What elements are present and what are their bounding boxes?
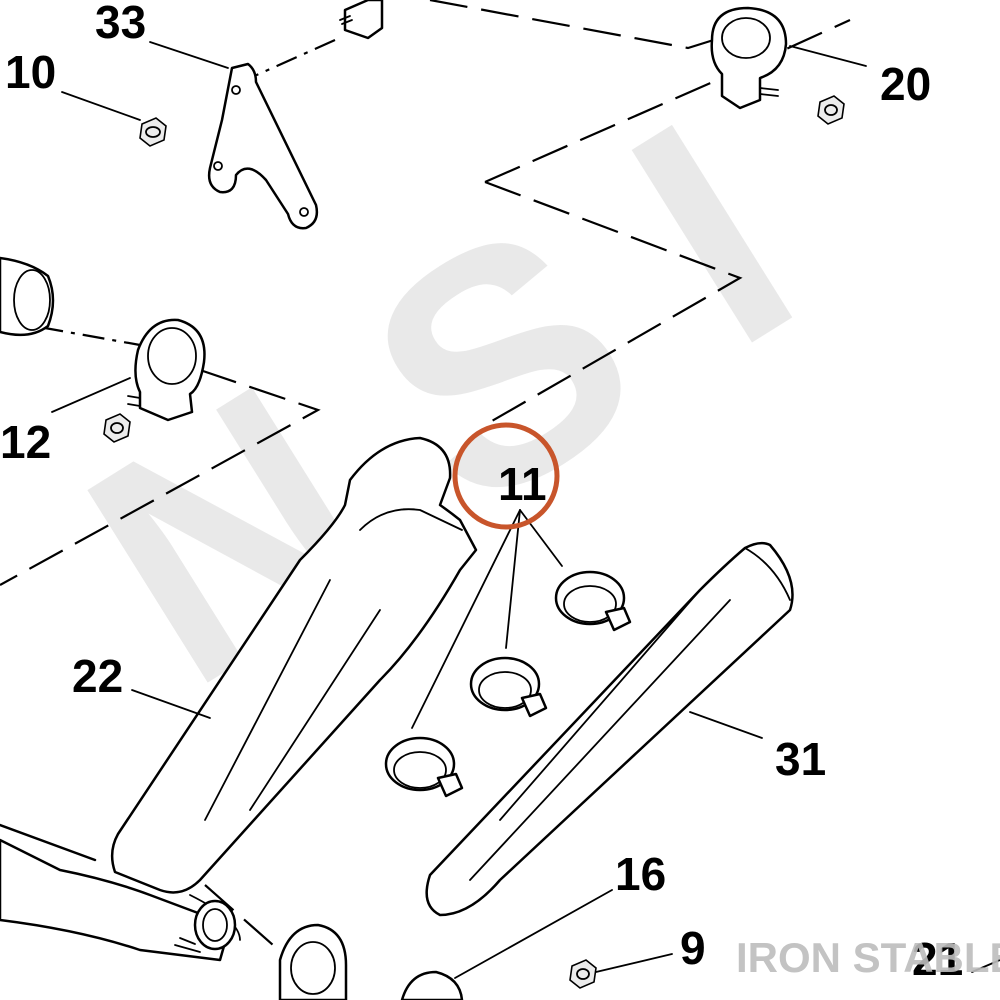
brand-watermark: IRON STABLE bbox=[736, 934, 1000, 981]
callout-9: 9 bbox=[680, 922, 706, 974]
clamp-20 bbox=[710, 6, 845, 125]
hose-clamp bbox=[554, 570, 632, 632]
callout-22: 22 bbox=[72, 650, 123, 702]
highlight-circle bbox=[452, 422, 560, 530]
leader-lines bbox=[51, 41, 1000, 979]
callout-10: 10 bbox=[5, 46, 56, 98]
hose-31 bbox=[425, 541, 794, 917]
clamp-12 bbox=[0, 256, 206, 443]
callout-12: 12 bbox=[0, 416, 51, 468]
callout-labels: 33 10 20 12 11 22 31 16 9 21 bbox=[0, 0, 963, 985]
hose-22 bbox=[0, 436, 478, 962]
callout-16: 16 bbox=[615, 848, 666, 900]
hose-clamps-11 bbox=[384, 570, 632, 798]
hose-clamp bbox=[384, 736, 464, 798]
callout-31: 31 bbox=[775, 733, 826, 785]
callout-11: 11 bbox=[498, 458, 547, 510]
bracket-part bbox=[207, 0, 384, 230]
callout-20: 20 bbox=[880, 58, 931, 110]
nut-10 bbox=[139, 117, 167, 147]
callout-21: 21 bbox=[912, 933, 963, 985]
callout-33: 33 bbox=[95, 0, 146, 48]
hose-clamp bbox=[469, 656, 548, 718]
nut-9 bbox=[569, 959, 597, 989]
clamp-16 bbox=[278, 923, 464, 1000]
